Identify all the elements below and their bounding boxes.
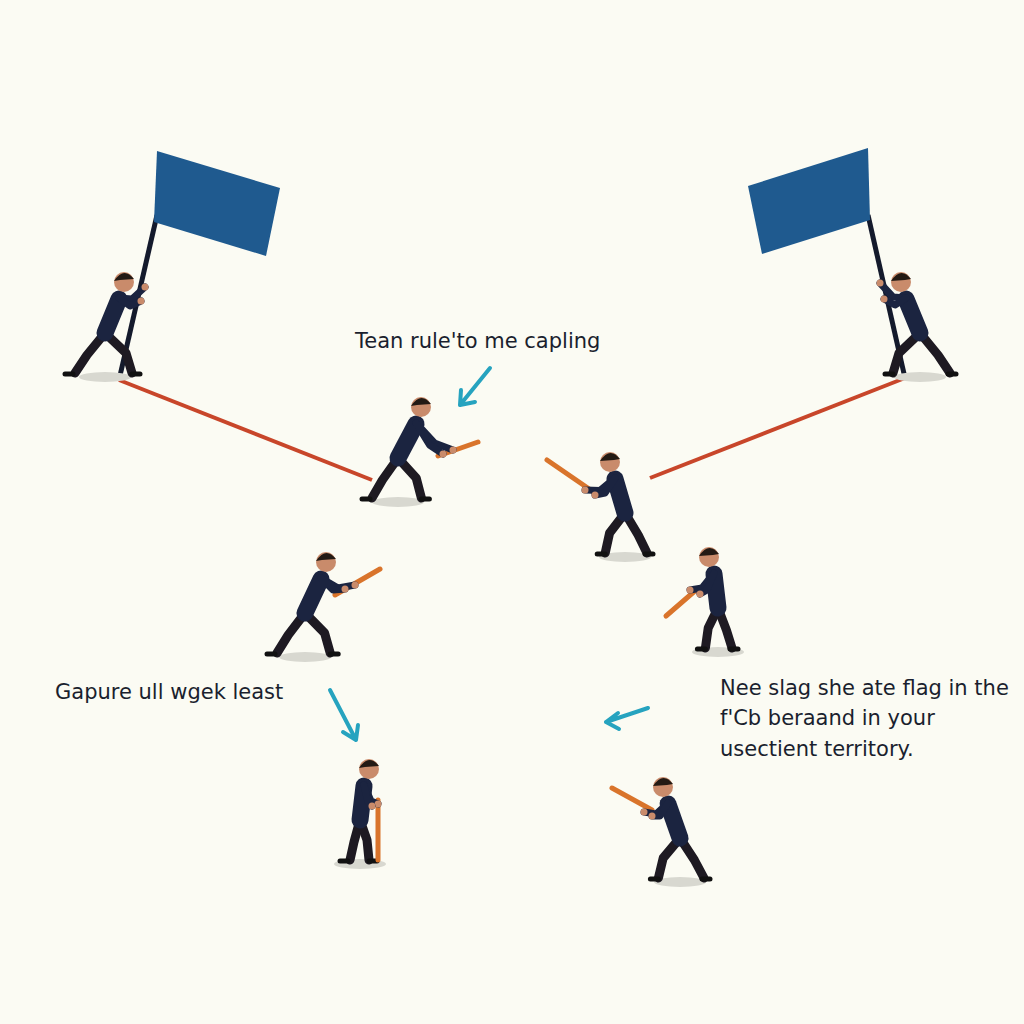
hand <box>375 801 382 808</box>
hand <box>881 296 888 303</box>
shoe <box>697 647 705 652</box>
hair <box>359 760 379 768</box>
shoe <box>340 859 348 864</box>
hand <box>687 587 694 594</box>
right-flag <box>650 148 905 478</box>
boundary-line <box>650 378 905 478</box>
shoe <box>597 552 605 557</box>
head <box>699 547 719 567</box>
shoe <box>132 372 140 377</box>
flag-cloth <box>154 151 280 256</box>
player-figure <box>612 777 710 887</box>
torso <box>305 579 321 613</box>
shoe <box>730 647 738 652</box>
shoe <box>362 497 370 502</box>
pointer-arrow <box>330 690 358 740</box>
hand <box>138 298 145 305</box>
shoe <box>421 497 429 502</box>
ground-shadow <box>692 647 744 657</box>
torso <box>615 479 625 513</box>
stick <box>612 788 652 810</box>
hand <box>697 591 704 598</box>
torso <box>398 424 416 458</box>
pointer-arrow <box>460 368 490 405</box>
boundary-line <box>119 380 372 480</box>
stick <box>376 800 381 860</box>
flag-cloth <box>748 148 870 254</box>
torso <box>906 299 920 333</box>
head <box>653 777 673 797</box>
hair <box>114 273 134 281</box>
hand <box>342 586 349 593</box>
shoe <box>885 372 893 377</box>
arm <box>595 478 615 495</box>
hand <box>369 803 376 810</box>
shoe <box>948 372 956 377</box>
hair <box>653 778 673 786</box>
hair <box>891 273 911 281</box>
stick <box>547 460 595 493</box>
player-figure <box>65 272 149 382</box>
hand <box>142 284 149 291</box>
player-figure <box>267 552 380 662</box>
arrows <box>330 368 648 740</box>
shoe <box>330 652 338 657</box>
torso <box>668 804 680 838</box>
shoe <box>267 652 275 657</box>
ground-shadow <box>79 372 131 382</box>
hand <box>352 582 359 589</box>
head <box>600 452 620 472</box>
arm <box>700 573 714 594</box>
head <box>114 272 134 292</box>
pointer-arrow <box>606 708 648 729</box>
shoe <box>650 877 658 882</box>
note-label: Gapure ull wgek least <box>55 677 335 707</box>
head <box>359 759 379 779</box>
player-figure <box>877 272 957 382</box>
hand <box>450 447 457 454</box>
hand <box>649 813 656 820</box>
hand <box>877 280 884 287</box>
players <box>65 272 956 887</box>
hair <box>316 553 336 561</box>
hair <box>600 453 620 461</box>
ground-shadow <box>894 372 946 382</box>
shoe <box>702 877 710 882</box>
left-flag <box>119 151 372 480</box>
player-figure <box>362 397 478 507</box>
head <box>891 272 911 292</box>
stick <box>666 590 696 616</box>
player-figure <box>666 547 744 657</box>
arm <box>416 423 443 454</box>
hand <box>592 492 599 499</box>
hand <box>641 809 648 816</box>
head <box>411 397 431 417</box>
hand <box>582 487 589 494</box>
ground-shadow <box>279 652 331 662</box>
shoe <box>645 552 653 557</box>
hair <box>411 398 431 406</box>
torso <box>105 299 119 333</box>
note-label: Nee slag she ate flag in the f'Cb beraan… <box>720 673 1010 764</box>
player-figure <box>547 452 653 562</box>
arm <box>321 578 345 590</box>
note-label: Tean rule'to me capling <box>355 326 655 356</box>
shoe <box>65 372 73 377</box>
hair <box>699 548 719 556</box>
head <box>316 552 336 572</box>
ground-shadow <box>372 497 424 507</box>
hand <box>440 451 447 458</box>
player-figure <box>334 759 386 869</box>
